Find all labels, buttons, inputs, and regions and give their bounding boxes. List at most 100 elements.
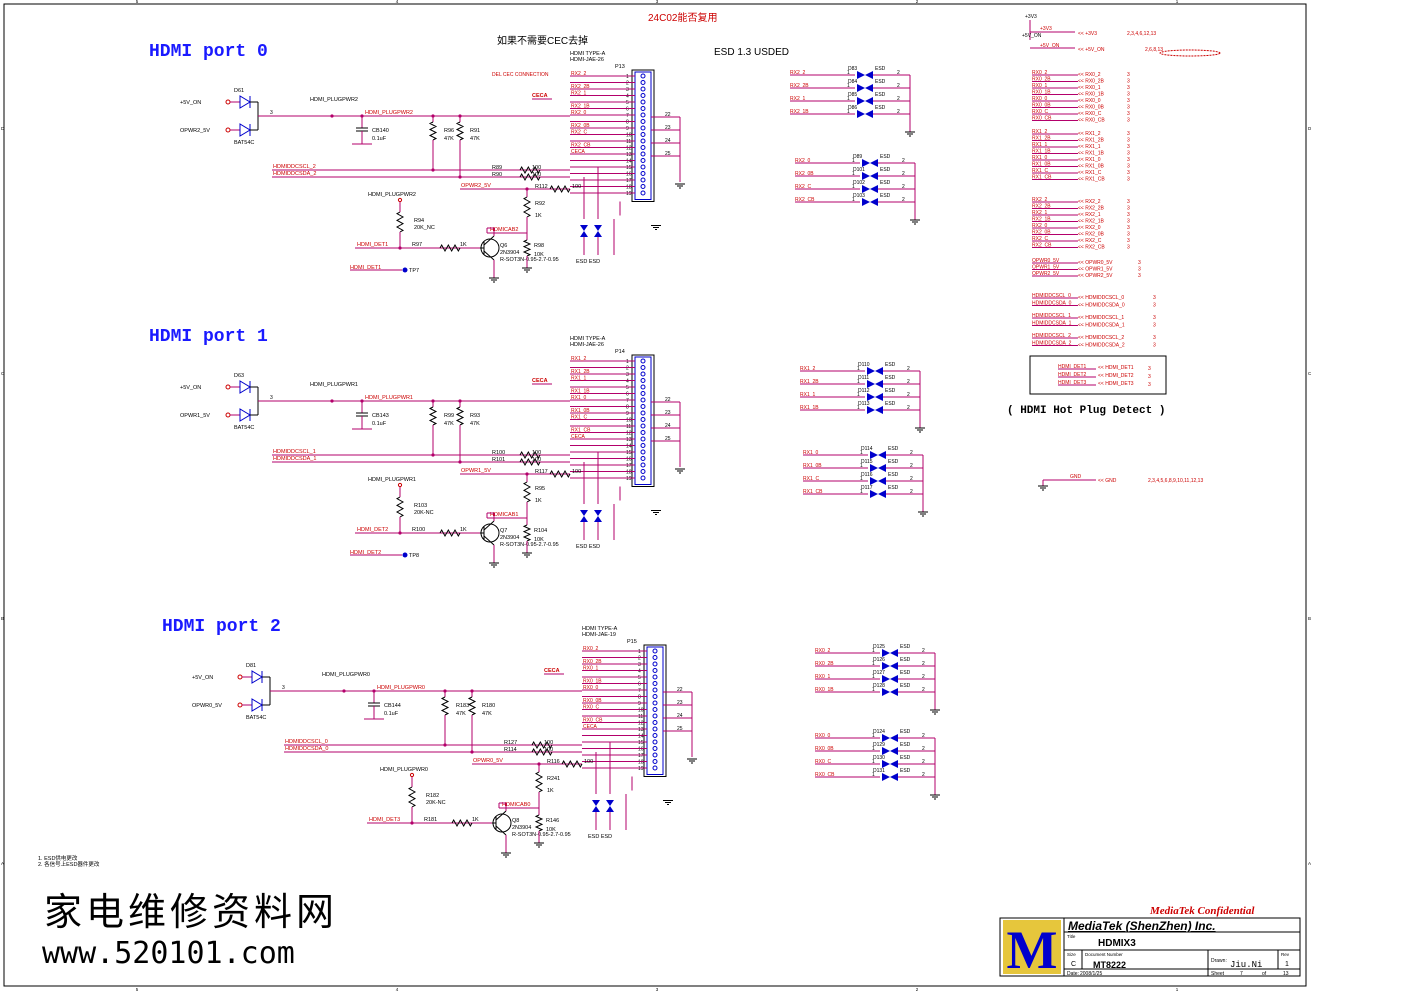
connector-ref: P13 — [615, 64, 625, 70]
cab-res-value: 1K — [535, 498, 542, 504]
connector-pin — [640, 475, 646, 481]
pin-net-label: RX0_0 — [583, 685, 599, 691]
pin-number: 2 — [907, 392, 910, 398]
shield-pin: 24 — [665, 138, 671, 144]
pin-number: 9 — [626, 411, 629, 417]
emitter-res-value: 10K — [534, 252, 544, 258]
pin-number: 12 — [638, 721, 644, 727]
connector-pin — [640, 171, 646, 176]
connector-pin — [640, 125, 646, 131]
offpage-pages: 3 — [1127, 92, 1130, 98]
pin-net-label: RX2_2 — [571, 71, 587, 77]
date-value: 2008/1/25 — [1080, 971, 1102, 977]
pin-number: 18 — [626, 185, 632, 191]
opwr-net: OPWR2_5V — [461, 183, 491, 189]
pullup-resistor — [467, 696, 477, 716]
column-label: 1 — [1176, 0, 1179, 4]
ground-icon — [489, 562, 499, 568]
pin-number: 14 — [626, 444, 632, 450]
offpage-pages: 3 — [1127, 199, 1130, 205]
confidential-label: MediaTek Confidential — [1149, 905, 1255, 917]
esd-net: RX0_2 — [815, 648, 831, 654]
nc-res-ref: R182 — [426, 793, 439, 799]
det-net: HDMI_DET2 — [357, 527, 388, 533]
pin-net-label: RX0_2 — [583, 646, 599, 652]
shield-pin: 23 — [665, 125, 671, 131]
pin-number: 1 — [872, 674, 875, 680]
doc-number: MT8222 — [1093, 960, 1126, 970]
pin-number: 17 — [626, 178, 632, 184]
offpage-ref: << HDMIDDCSDA_1 — [1078, 323, 1125, 329]
nc-res-value: 20K-NC — [426, 800, 446, 806]
connector-pin — [652, 752, 658, 758]
pin-net-label: RX1_0B — [571, 408, 590, 414]
pullup-ref: R180 — [482, 703, 495, 709]
connector-pin — [640, 404, 646, 409]
gnd-pages: 2,3,4,5,6,8,9,10,11,12,13 — [1148, 478, 1203, 484]
esd-diode-icon — [870, 464, 878, 472]
ground-icon — [910, 219, 920, 225]
offpage-connectors: +3V3+5V_ON+3V3+5V_ON<< +3V3<< +5V_ON2,3,… — [1007, 14, 1221, 491]
connector-body — [634, 71, 652, 200]
esd-label: ESD ESD — [576, 259, 600, 265]
esd-diode-icon — [862, 185, 870, 193]
esd-diode-icon — [606, 806, 614, 812]
nc-resistor — [395, 496, 405, 518]
cap-value: 0.1uF — [372, 421, 387, 427]
connector-pin — [640, 151, 646, 157]
pin-number: 2 — [910, 450, 913, 456]
pin-number: 3 — [282, 685, 285, 691]
connector-outline — [643, 644, 667, 777]
ground-icon — [918, 511, 928, 517]
connector-pin — [640, 365, 646, 370]
ground-icon — [501, 852, 511, 858]
det-resistor — [439, 243, 461, 253]
offpage-ref: << RX0_2B — [1078, 79, 1105, 85]
pin-net-label: RX1_CB — [571, 428, 591, 434]
hot-plug-frame — [1029, 355, 1167, 395]
wire — [495, 825, 507, 836]
plugpwr-net: HDMI_PLUGPWR2 — [365, 110, 413, 116]
offpage-net: RX2_1B — [1032, 217, 1051, 223]
offpage-pages: 3 — [1127, 212, 1130, 218]
offpage-ref: << OPWR1_5V — [1078, 267, 1113, 273]
pin-number: 11 — [626, 139, 631, 145]
transistor-part: 2N3904 — [512, 825, 531, 831]
note-2: 2. 各信号上ESD器件更改 — [38, 860, 100, 868]
offpage-ref: << RX0_1B — [1078, 92, 1105, 98]
connector-pin — [652, 713, 658, 719]
esd-label: ESD — [888, 485, 899, 491]
pin-number: 12 — [626, 146, 632, 152]
pin-number: 3 — [270, 395, 273, 401]
pin-number: 9 — [626, 126, 629, 132]
esd-diode-icon — [592, 800, 600, 806]
offpage-ref: << RX0_CB — [1078, 118, 1105, 124]
pin-number: 1 — [857, 379, 860, 385]
pin-net-label: RX0_0B — [583, 698, 602, 704]
offpage-pages: 3 — [1127, 85, 1130, 91]
cab-res-ref: R241 — [547, 776, 560, 782]
connector-pin — [640, 119, 646, 124]
opwr-net: OPWR0_5V — [473, 758, 503, 764]
esd-net: RX0_1B — [815, 687, 834, 693]
connector-pin — [652, 681, 658, 686]
connector-pin — [640, 93, 646, 98]
pin-number: 16 — [638, 747, 644, 753]
offpage-ref: << RX1_C — [1078, 170, 1102, 176]
offpage-pages: 3 — [1127, 157, 1130, 163]
pin-net-label: CECA — [571, 149, 586, 155]
det-res-value: 1K — [460, 527, 467, 533]
esd-diode-icon — [870, 490, 878, 498]
diode-part: BAT54C — [234, 140, 254, 146]
ground-icon — [663, 800, 673, 805]
cec-note: 如果不需要CEC去掉 — [497, 34, 588, 47]
title-block: MediaTek Confidential M MediaTek (ShenZh… — [999, 905, 1301, 980]
pin-number: 1 — [872, 759, 875, 765]
esd-diode-icon — [870, 185, 878, 193]
offpage-ref: << RX2_0B — [1078, 232, 1105, 238]
power-net-label: +5V_ON — [1022, 33, 1042, 39]
pin-number: 1 — [872, 772, 875, 778]
